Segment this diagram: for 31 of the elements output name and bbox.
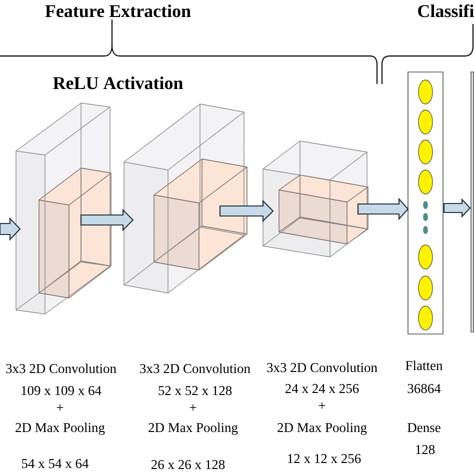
node-label: 54 x 54 x 64 xyxy=(22,459,89,468)
layer-cuboid xyxy=(262,140,368,258)
node-label: 52 x 52 x 128 xyxy=(158,386,232,396)
block-arrow xyxy=(80,208,134,232)
layer-cuboid xyxy=(16,102,112,314)
caption: 128 xyxy=(416,445,435,454)
heading: Classifi xyxy=(418,4,474,18)
node-label: 12 x 12 x 256 xyxy=(288,454,361,464)
layer-column xyxy=(470,72,474,332)
node-label: 2D Max Pooling xyxy=(148,422,238,435)
node-label: 2D Max Pooling xyxy=(16,422,105,435)
layer-cuboid xyxy=(124,104,248,294)
block-arrow xyxy=(443,198,471,218)
caption: Dense xyxy=(408,423,440,432)
block-arrow xyxy=(357,198,409,220)
node-label: 26 x 26 x 128 xyxy=(151,460,225,470)
node-label: 3x3 2D Convolution xyxy=(267,362,378,372)
heading: Feature Extraction xyxy=(45,4,191,18)
heading: ReLU Activation xyxy=(53,76,183,90)
block-arrow xyxy=(0,217,21,241)
node-label: 24 x 24 x 256 xyxy=(285,384,359,394)
node-label: 3x3 2D Convolution xyxy=(140,364,250,374)
node-label: + xyxy=(318,402,326,409)
node-label: + xyxy=(56,404,64,411)
node-label: 109 x 109 x 64 xyxy=(22,386,102,396)
node-label: 3x3 2D Convolution xyxy=(6,364,116,374)
block-arrow xyxy=(219,200,274,222)
node-label: + xyxy=(190,404,196,411)
node-label: Flatten xyxy=(406,360,443,370)
node-label: 2D Max Pooling xyxy=(278,422,367,435)
node-label: 36864 xyxy=(408,384,441,394)
